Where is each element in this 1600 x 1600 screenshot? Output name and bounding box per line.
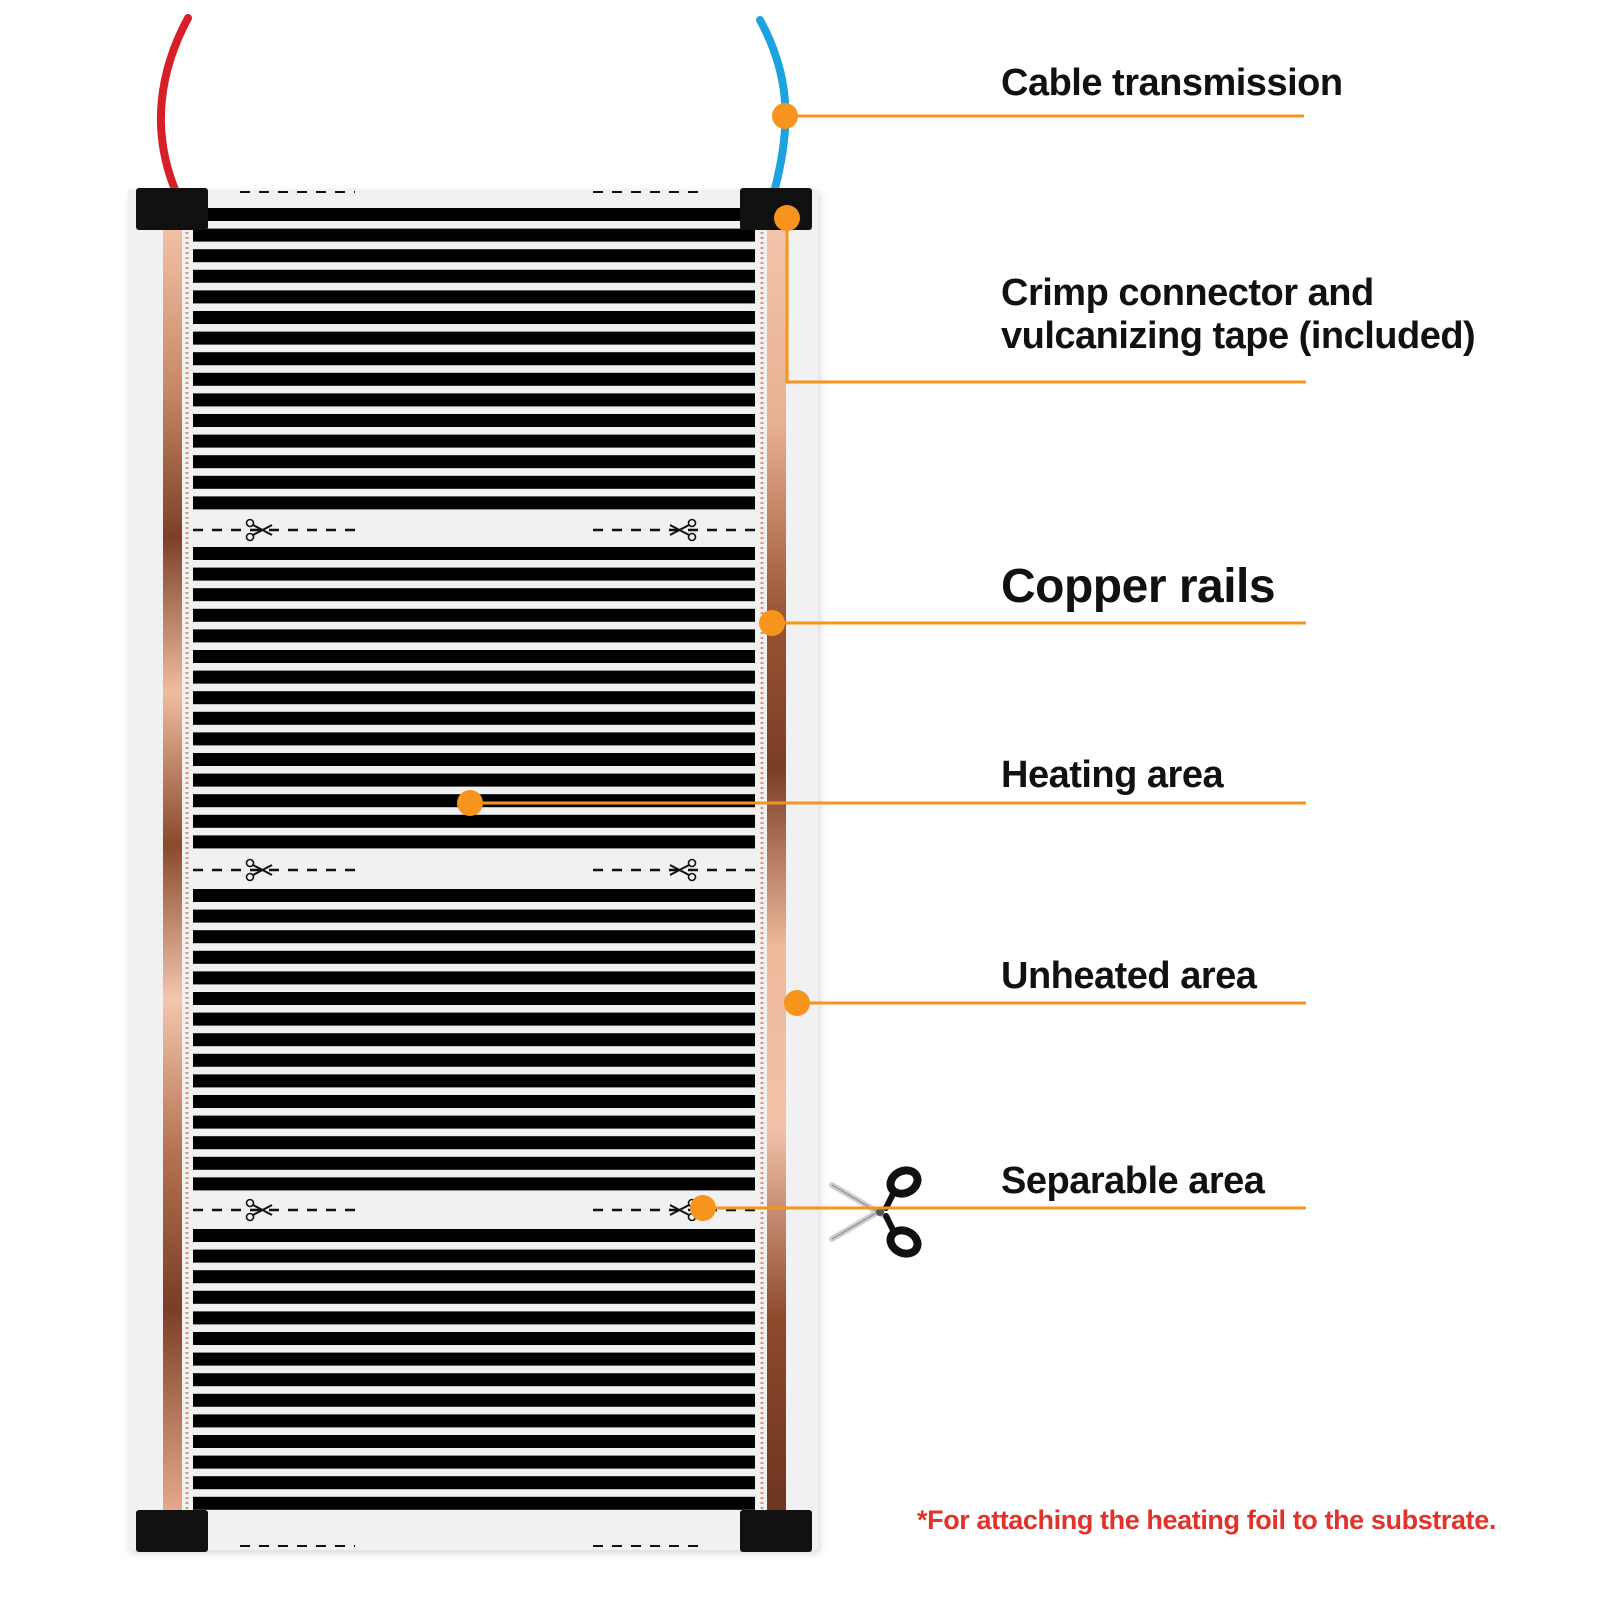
copper-rail-left bbox=[163, 230, 182, 1512]
heating-stripe bbox=[193, 290, 755, 304]
heating-stripe bbox=[193, 1455, 755, 1469]
heating-stripe bbox=[193, 732, 755, 746]
scissors-icon bbox=[669, 858, 697, 882]
heating-stripe bbox=[193, 1496, 755, 1510]
callout-dot-cable bbox=[772, 103, 798, 129]
label-separable-area: Separable area bbox=[1001, 1160, 1265, 1202]
label-crimp-line2: vulcanizing tape (included) bbox=[1001, 314, 1476, 357]
heating-stripe bbox=[193, 228, 755, 242]
heating-stripe bbox=[193, 992, 755, 1005]
heating-stripe bbox=[193, 414, 755, 427]
heating-stripe bbox=[193, 1373, 755, 1387]
heating-stripe bbox=[193, 1095, 755, 1108]
heating-stripe bbox=[193, 588, 755, 602]
heating-stripes bbox=[193, 208, 755, 1510]
heating-stripe bbox=[193, 455, 755, 469]
heating-stripe bbox=[193, 1290, 755, 1304]
heating-stripe bbox=[193, 567, 755, 581]
label-crimp-line1: Crimp connector and bbox=[1001, 272, 1374, 314]
heating-stripe bbox=[193, 1053, 755, 1067]
label-crimp-connector: Crimp connector and vulcanizing tape (in… bbox=[1001, 272, 1476, 357]
heating-stripe bbox=[193, 269, 755, 283]
heating-stripe bbox=[193, 1414, 755, 1428]
label-unheated-area: Unheated area bbox=[1001, 955, 1257, 997]
heating-stripe bbox=[193, 1393, 755, 1407]
callout-lines bbox=[470, 114, 1306, 1210]
heating-stripe bbox=[193, 930, 755, 944]
scissors-icon bbox=[669, 518, 697, 542]
heating-stripe bbox=[193, 1352, 755, 1366]
label-cable-transmission: Cable transmission bbox=[1001, 62, 1343, 104]
crimp-connector-bottom-right bbox=[740, 1510, 812, 1552]
heating-stripe bbox=[193, 1136, 755, 1150]
heating-stripe bbox=[193, 773, 755, 787]
red-cable bbox=[156, 14, 192, 196]
heating-stripe bbox=[193, 691, 755, 705]
heating-stripe bbox=[193, 1074, 755, 1088]
callout-dot-heating bbox=[457, 790, 483, 816]
heating-stripe bbox=[193, 629, 755, 643]
label-heating-area: Heating area bbox=[1001, 754, 1224, 796]
blue-cable bbox=[756, 16, 790, 196]
heating-stripe bbox=[193, 1476, 755, 1490]
heating-stripe bbox=[193, 1033, 755, 1047]
heating-stripe bbox=[193, 1270, 755, 1284]
heating-stripe bbox=[193, 608, 755, 622]
copper-rail-right bbox=[767, 230, 786, 1512]
heating-stripe bbox=[193, 331, 755, 345]
heating-stripe bbox=[193, 311, 755, 324]
footnote: *For attaching the heating foil to the s… bbox=[917, 1505, 1496, 1535]
heating-stripe bbox=[193, 971, 755, 985]
heating-stripe bbox=[193, 1332, 755, 1345]
callout-dot-separable bbox=[690, 1195, 716, 1221]
heating-stripe bbox=[193, 1249, 755, 1263]
heating-stripe bbox=[193, 547, 755, 560]
callout-dot-copper bbox=[759, 610, 785, 636]
heating-stripe bbox=[193, 208, 755, 221]
heating-stripe bbox=[193, 434, 755, 448]
crimp-connector-top-left bbox=[136, 188, 208, 230]
callout-dot-crimp bbox=[774, 205, 800, 231]
heating-stripe bbox=[193, 950, 755, 964]
heating-stripe bbox=[193, 1115, 755, 1129]
heating-stripe bbox=[193, 496, 755, 510]
heating-stripe bbox=[193, 475, 755, 489]
heating-stripe bbox=[193, 393, 755, 407]
heating-stripe bbox=[193, 753, 755, 766]
heating-stripe bbox=[193, 1311, 755, 1325]
heating-stripe bbox=[193, 889, 755, 902]
scissors-icon bbox=[245, 1198, 273, 1222]
heating-stripe bbox=[193, 909, 755, 923]
heating-stripe bbox=[193, 650, 755, 663]
callout-dot-unheated bbox=[784, 990, 810, 1016]
scissors-icon bbox=[829, 1166, 922, 1258]
heating-stripe bbox=[193, 835, 755, 849]
heating-stripe bbox=[193, 1177, 755, 1191]
heating-stripe bbox=[193, 1012, 755, 1026]
scissors-icon bbox=[245, 518, 273, 542]
scissors-icon bbox=[245, 858, 273, 882]
heating-stripe bbox=[193, 1156, 755, 1170]
callout-dots bbox=[457, 103, 810, 1221]
label-copper-rails: Copper rails bbox=[1001, 560, 1276, 613]
heating-stripe bbox=[193, 814, 755, 828]
heating-stripe bbox=[193, 249, 755, 263]
heating-stripe bbox=[193, 1229, 755, 1242]
crimp-connector-bottom-left bbox=[136, 1510, 208, 1552]
heating-stripe bbox=[193, 1435, 755, 1448]
heating-stripe bbox=[193, 670, 755, 684]
callout-line-crimp bbox=[785, 218, 1306, 384]
heating-stripe bbox=[193, 372, 755, 386]
heating-stripe bbox=[193, 711, 755, 725]
heating-stripe bbox=[193, 352, 755, 366]
